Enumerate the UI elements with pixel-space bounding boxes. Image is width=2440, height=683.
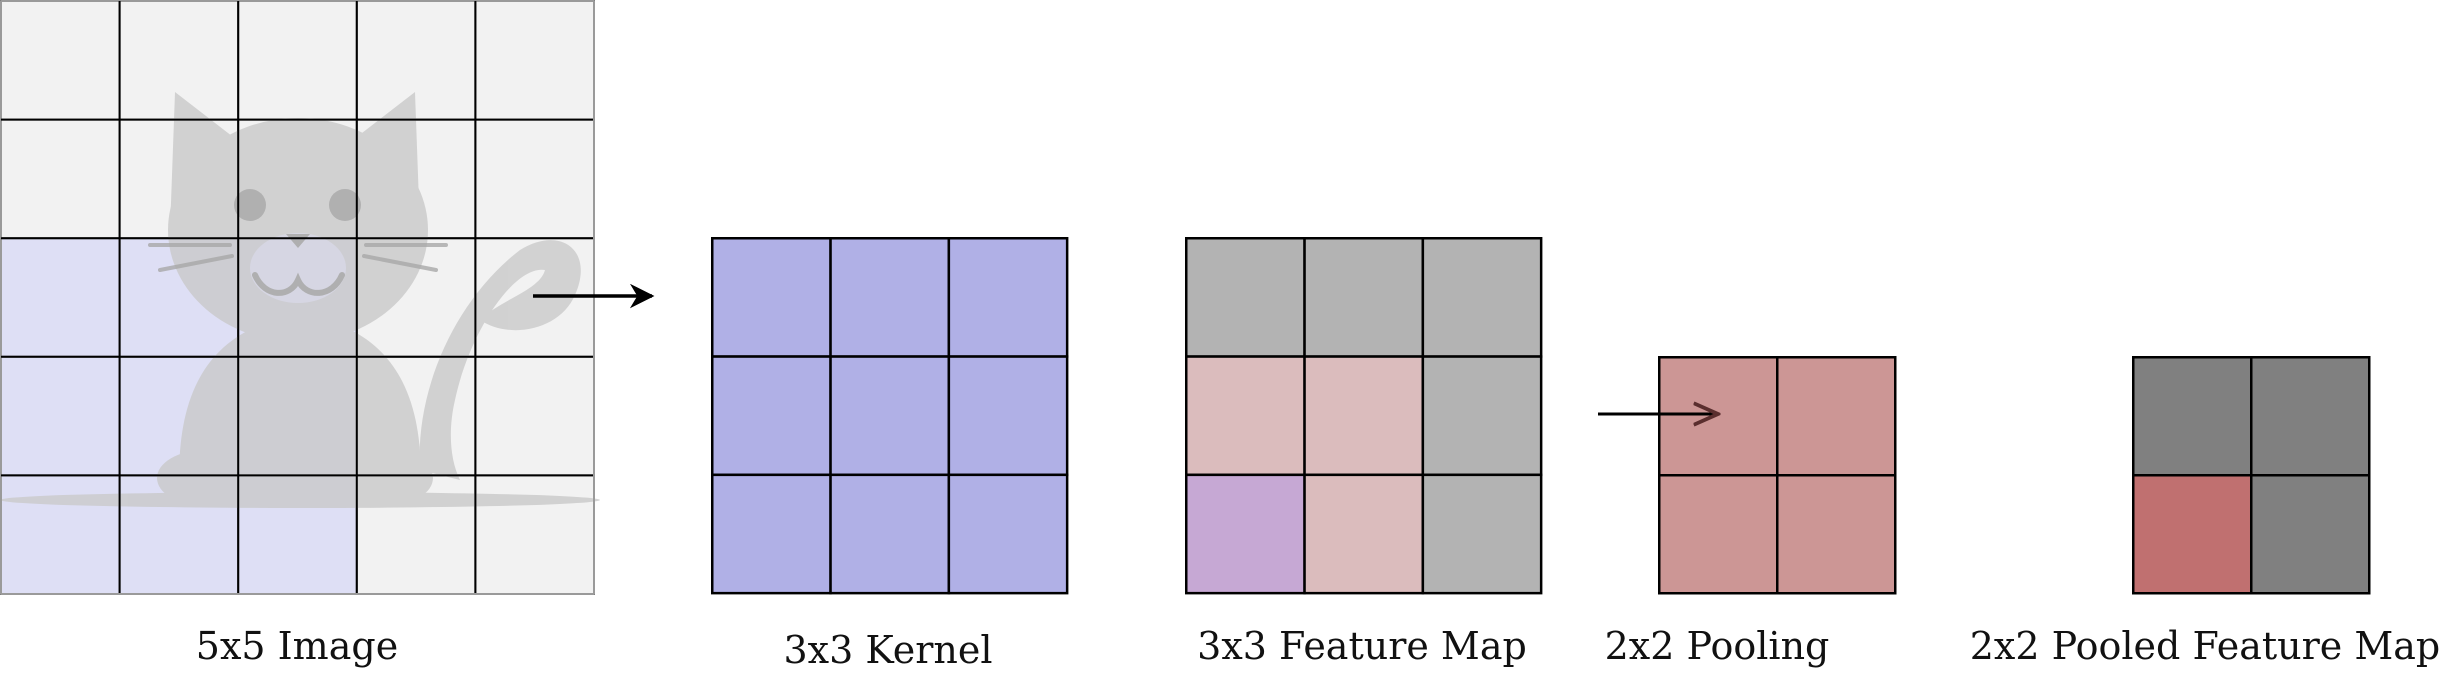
image-label: 5x5 Image <box>195 624 399 668</box>
kernel-cell-r0-c0 <box>711 237 832 358</box>
cat-icon <box>0 92 600 508</box>
kernel-label: 3x3 Kernel <box>783 628 993 672</box>
pooled-cell-r1-c1 <box>2250 474 2371 595</box>
pooled-cell-r0-c1 <box>2250 356 2371 477</box>
pooling-cell-r1-c0 <box>1658 474 1779 595</box>
image-cell-r0-c2 <box>237 0 358 121</box>
pooling-cell-r0-c1 <box>1776 356 1897 477</box>
kernel-cell-r1-c1 <box>829 355 951 477</box>
feature-map-cell-r0-c2 <box>1421 237 1543 358</box>
image-cell-r1-c0 <box>0 118 121 240</box>
pooling-cell-r1-c1 <box>1776 474 1897 595</box>
kernel-cell-r1-c0 <box>711 355 832 477</box>
image-cell-r0-c3 <box>355 0 477 121</box>
pooled-cell-r0-c0 <box>2132 356 2253 477</box>
pooling-grid <box>1658 356 1897 595</box>
feature-map-label: 3x3 Feature Map <box>1197 624 1527 668</box>
feature-map-cell-r1-c1 <box>1303 355 1425 477</box>
image-cell-r4-c0 <box>0 474 121 595</box>
feature-map-cell-r2-c1 <box>1303 473 1425 595</box>
pooled-cell-r1-c0 <box>2132 474 2253 595</box>
kernel-cell-r0-c1 <box>829 237 951 358</box>
kernel-cell-r2-c2 <box>947 473 1069 595</box>
image-cell-r3-c4 <box>474 355 595 477</box>
kernel-grid <box>711 237 1069 595</box>
cat-face <box>148 189 448 303</box>
pooled-feature-map-grid <box>2132 356 2371 595</box>
pooled-feature-map-label: 2x2 Pooled Feature Map <box>1969 624 2440 668</box>
feature-map-cell-r2-c2 <box>1421 473 1543 595</box>
image-cell-r3-c0 <box>0 355 121 477</box>
pooling-label: 2x2 Pooling <box>1604 624 1830 668</box>
image-cell-r4-c4 <box>474 474 595 595</box>
image-cell-r2-c0 <box>0 237 121 358</box>
image-cell-r0-c4 <box>474 0 595 121</box>
image-cell-r0-c0 <box>0 0 121 121</box>
feature-map-cell-r0-c0 <box>1185 237 1306 358</box>
feature-map-cell-r1-c0 <box>1185 355 1306 477</box>
feature-map-cell-r2-c0 <box>1185 473 1306 595</box>
feature-map-grid <box>1185 237 1543 595</box>
feature-map-cell-r0-c1 <box>1303 237 1425 358</box>
kernel-cell-r1-c2 <box>947 355 1069 477</box>
image-cell-r1-c4 <box>474 118 595 240</box>
kernel-cell-r2-c1 <box>829 473 951 595</box>
kernel-cell-r2-c0 <box>711 473 832 595</box>
pooling-cell-r0-c0 <box>1658 356 1779 477</box>
kernel-cell-r0-c2 <box>947 237 1069 358</box>
feature-map-cell-r1-c2 <box>1421 355 1543 477</box>
